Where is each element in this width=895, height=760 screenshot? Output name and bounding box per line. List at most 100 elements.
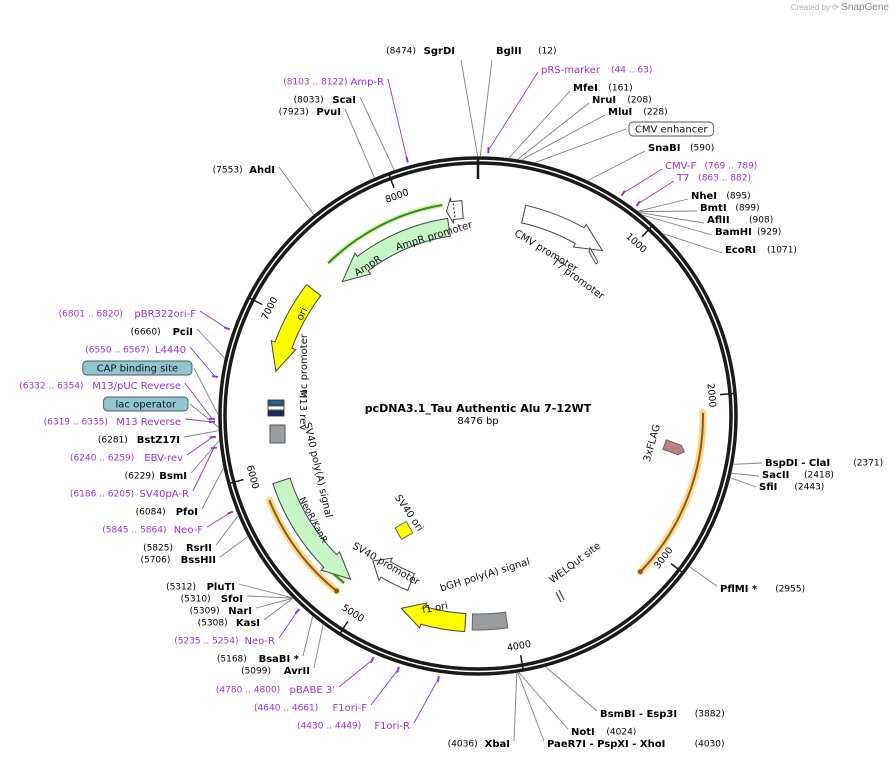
label-name: PluTI [207,582,235,593]
label-position: (6240 .. 6259) [70,454,134,464]
leader-line [278,166,315,215]
label-name: BglII [496,46,522,57]
feature-label-m13-rev: M13 rev [297,390,308,431]
leader-line [545,666,598,712]
label-position: (8103 .. 8122) [283,78,347,88]
label-name: T7 [676,173,689,184]
primer-mark [396,666,400,673]
label-position: (5706) [140,556,170,566]
orf-arc [327,204,443,264]
plasmid-length: 8476 bp [457,416,498,427]
label-position: (161) [608,84,632,94]
map-label-f1ori-r: F1ori-R(4430 .. 4449) [297,675,440,732]
credit-text: Created by [790,3,830,12]
leader-line [184,382,213,420]
primer-mark [405,156,409,163]
leader-line [359,96,395,171]
orf-layer [265,202,707,595]
feature-label-bgh-poly-a-signal: bGH poly(A) signal [439,557,531,595]
leader-line [313,624,324,669]
tick-label: 8000 [384,187,410,206]
label-position: (5308) [198,619,228,629]
feature-welqut-site [558,589,565,601]
label-position: (908) [749,216,773,226]
feature-label-3xflag: 3xFLAG [642,423,663,463]
label-name: SgrDI [424,46,455,57]
leader-line [278,611,298,639]
tick-mark [388,174,395,189]
label-name: Amp-R [351,77,385,88]
map-label-pfoi: PfoI(6084) [136,468,224,518]
primer-mark [210,446,218,450]
label-name: SfiI [759,482,777,493]
map-label-neo-r: Neo-R(5235 .. 5254) [174,608,301,647]
map-label-bamhi: BamHI(929) [643,214,781,238]
label-name: Neo-F [174,525,204,536]
feature-t7-promoter [588,246,599,265]
orf-arc [268,499,338,592]
primer-mark [436,675,440,683]
map-label-lac-operator: lac operator [103,396,219,428]
leader-line [508,90,571,159]
leader-line [338,659,373,688]
label-position: (6801 .. 6820) [59,310,123,320]
map-label-scai: ScaI (8033) [294,95,395,171]
leader-line [184,418,213,423]
map-label-cmv-enhancer: CMV enhancer [535,121,714,163]
primer-mark [227,510,234,515]
map-label-neo-f: Neo-F(5845 .. 5864) [102,510,234,536]
leader-line [199,310,228,329]
leader-line [730,477,757,488]
map-label-avrii: AvrII(5099) [241,624,324,677]
map-label-m13-puc-reverse: M13/pUC Reverse(6332 .. 6354) [19,381,216,420]
map-label-nari: NarI(5309) [190,597,293,617]
map-label-pvui: PvuI(7923) [279,107,375,178]
label-name: BamHI [715,227,752,238]
map-label-nrui: NruI(208) [517,95,652,160]
label-name: EcoRI [725,245,756,256]
orf-arc [639,412,704,573]
leader-line [517,102,590,160]
leader-line [387,78,408,160]
feature-sv40-ori [394,520,414,540]
leader-line [183,430,219,438]
plasmid-name: pcDNA3.1_Tau Authentic Alu 7-12WT [365,402,592,415]
credit-brand: SnapGene [841,2,889,13]
map-label-bstz17i: BstZ17I(6281) [98,430,219,446]
map-label-nhei: NheI(895) [638,191,751,212]
map-label-kasi: KasI(5308) [198,598,293,629]
label-position: (590) [690,144,714,154]
label-name: NheI [691,191,717,202]
tick-label: 6000 [244,464,261,490]
map-label-bsmi: BsmI(6229) [125,440,220,482]
leader-line [587,150,646,181]
leader-line [689,566,718,587]
label-name: ScaI [332,95,356,106]
leader-line [246,595,293,599]
map-label-f1ori-f: F1ori-F(4640 .. 4661) [254,666,400,714]
leader-line [215,515,239,546]
snapgene-credit: Created by ⟳ SnapGene [791,2,889,13]
label-position: (7923) [279,108,309,118]
label-position: (5235 .. 5254) [174,637,238,647]
feature-cmv-promoter [521,204,604,252]
label-position: (208) [627,96,651,106]
leader-line [460,59,479,157]
label-name: NotI [571,727,595,738]
label-position: (4640 .. 4661) [254,704,318,714]
label-name: PflMI * [720,584,758,595]
primer-mark [370,656,375,664]
label-position: (6319 .. 6335) [44,418,108,428]
label-position: (8033) [294,96,324,106]
label-position: (5825) [143,544,173,554]
label-position: (6332 .. 6354) [19,382,83,392]
primer-mark [294,608,301,615]
label-position: (228) [643,108,667,118]
label-name: pBABE 3' [289,685,335,696]
leader-line [201,468,224,510]
map-label-m13-reverse: M13 Reverse(6319 .. 6335) [44,417,216,428]
leader-line [255,597,293,609]
primer-mark [211,375,219,378]
label-name: MluI [608,107,632,118]
